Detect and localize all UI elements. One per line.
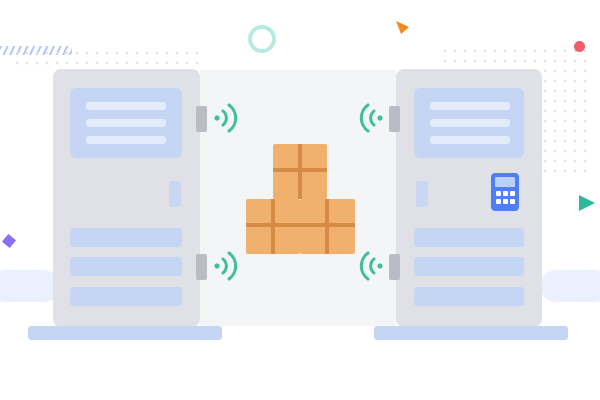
right-display-line [430,136,510,144]
right-drawer [414,228,524,247]
wifi-signal-icon [214,103,238,133]
right-drawer [414,287,524,306]
package-box-icon [246,199,300,254]
left-hinge-bottom [196,254,207,280]
right-drawer [414,257,524,276]
left-drawer [70,257,182,276]
orange-triangle-icon [396,21,409,34]
left-display-line [86,136,166,144]
right-locker-base [374,326,568,340]
right-display-line [430,119,510,127]
left-drawer [70,287,182,306]
left-locker-base [28,326,222,340]
right-display-line [430,102,510,110]
wifi-signal-icon [214,251,238,281]
green-triangle-icon [579,195,595,211]
right-hinge-top [389,106,400,132]
left-hinge-top [196,106,207,132]
red-dot-shape [574,41,585,52]
right-hinge-bottom [389,254,400,280]
left-display-line [86,102,166,110]
left-drawer [70,228,182,247]
package-box-icon [273,144,327,199]
light-band-left [0,270,60,302]
dot-grid-left [12,48,200,70]
calculator-icon [491,173,519,211]
wifi-signal-icon [359,251,383,281]
wifi-signal-icon [359,103,383,133]
light-band-right [540,270,600,302]
ring-shape [248,25,276,53]
purple-diamond-icon [1,233,17,249]
right-door-handle [416,181,428,207]
left-door-handle [169,181,181,207]
package-box-icon [300,199,355,254]
left-display-line [86,119,166,127]
